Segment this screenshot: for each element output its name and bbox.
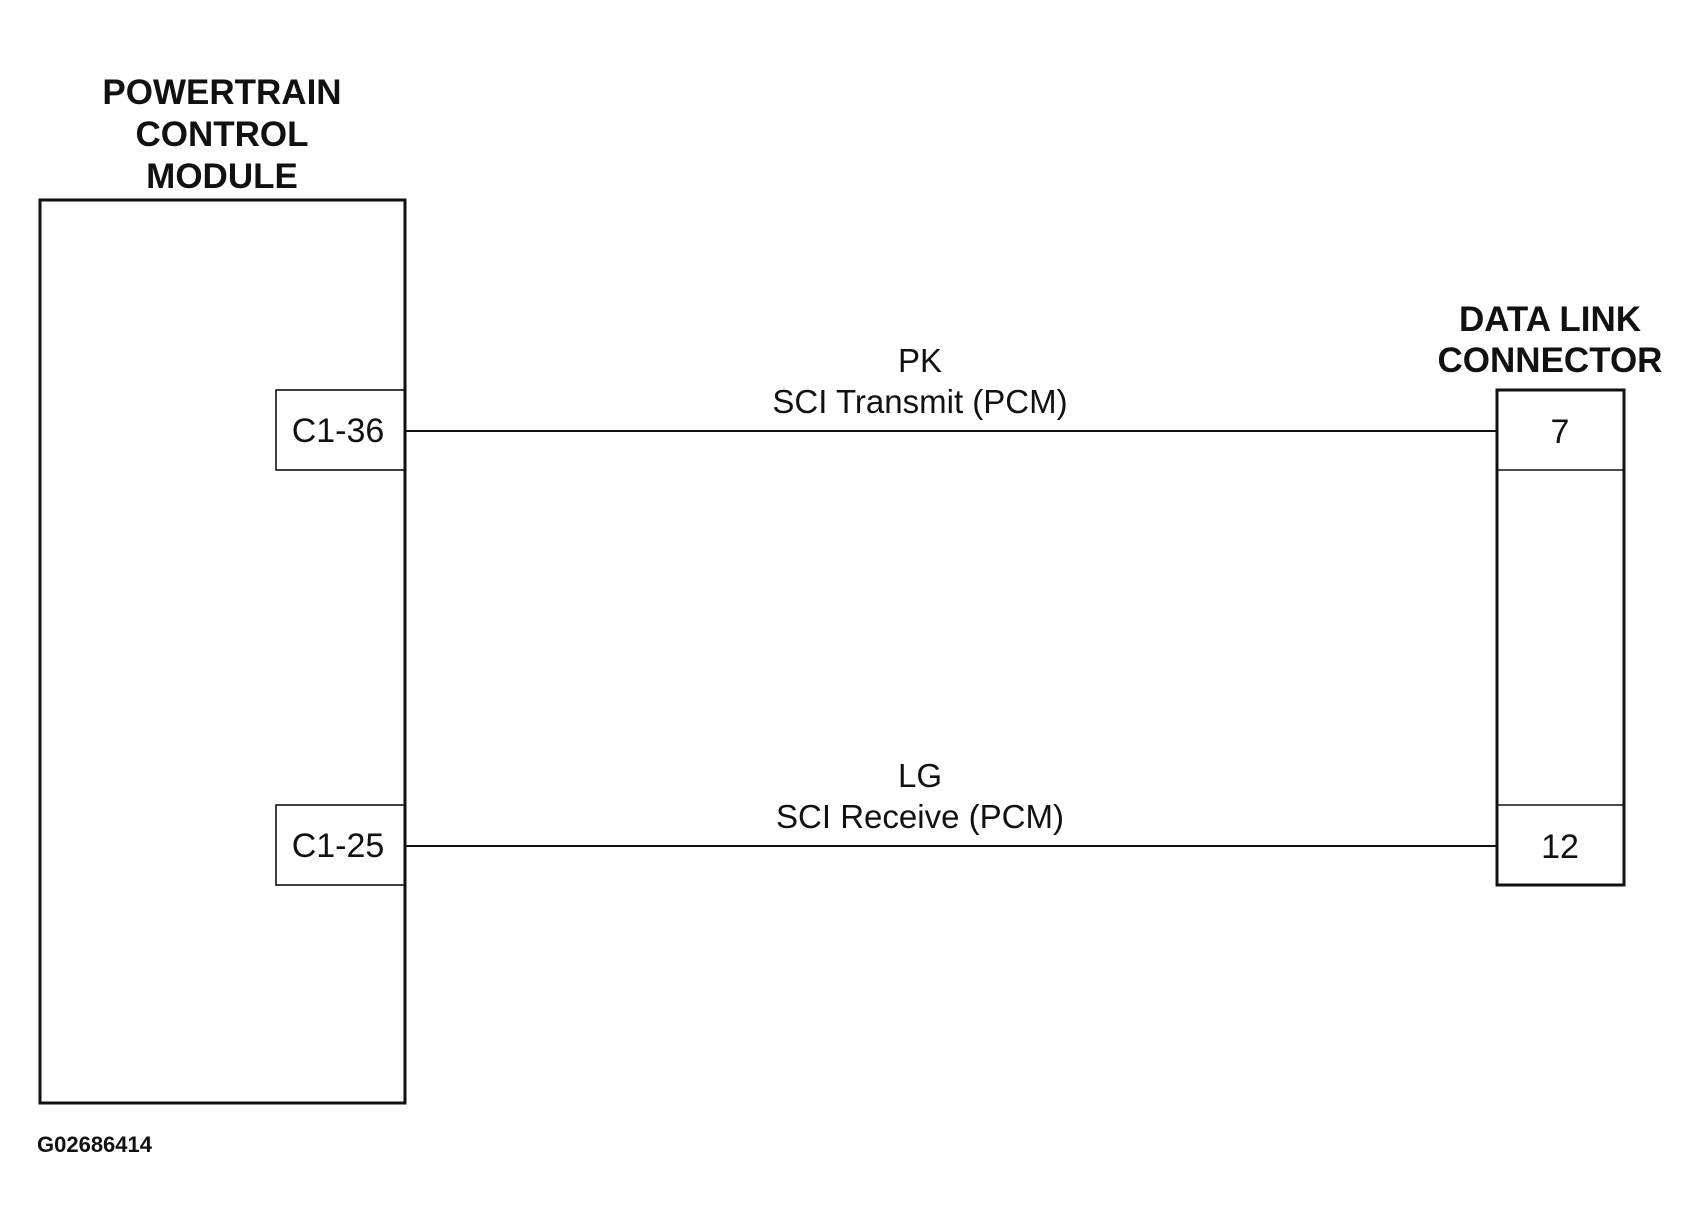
pcm-body <box>38 198 407 1105</box>
dlc-pin-7: 7 <box>1497 413 1624 471</box>
circuit-sci-receive: LG SCI Receive (PCM) <box>405 757 1497 847</box>
pcm-module: POWERTRAIN CONTROL MODULE C1-36 C1-25 <box>38 73 407 1105</box>
pcm-pin-label: C1-36 <box>292 412 385 450</box>
pcm-title-line-1: POWERTRAIN <box>102 73 341 112</box>
pcm-pin-c1-36: C1-36 <box>275 389 406 471</box>
pcm-title-line-2: CONTROL <box>135 115 308 154</box>
dlc-title-line-1: DATA LINK <box>1459 300 1641 339</box>
dlc-pin-label: 7 <box>1551 413 1570 451</box>
wire-description: SCI Transmit (PCM) <box>772 383 1067 420</box>
dlc-pin-12: 12 <box>1497 804 1624 866</box>
wire-description: SCI Receive (PCM) <box>776 798 1064 835</box>
dlc-pin-label: 12 <box>1541 828 1579 866</box>
pcm-title-line-3: MODULE <box>146 157 298 196</box>
dlc-connector: DATA LINK CONNECTOR 7 12 <box>1438 300 1663 887</box>
circuit-sci-transmit: PK SCI Transmit (PCM) <box>405 342 1497 432</box>
pcm-pin-c1-25: C1-25 <box>275 804 406 886</box>
dlc-body <box>1495 388 1626 887</box>
wire-color-code: LG <box>898 757 942 794</box>
dlc-title-line-2: CONNECTOR <box>1438 341 1663 380</box>
wire-color-code: PK <box>898 342 942 379</box>
figure-id: G02686414 <box>37 1132 153 1157</box>
pcm-pin-label: C1-25 <box>292 827 385 865</box>
